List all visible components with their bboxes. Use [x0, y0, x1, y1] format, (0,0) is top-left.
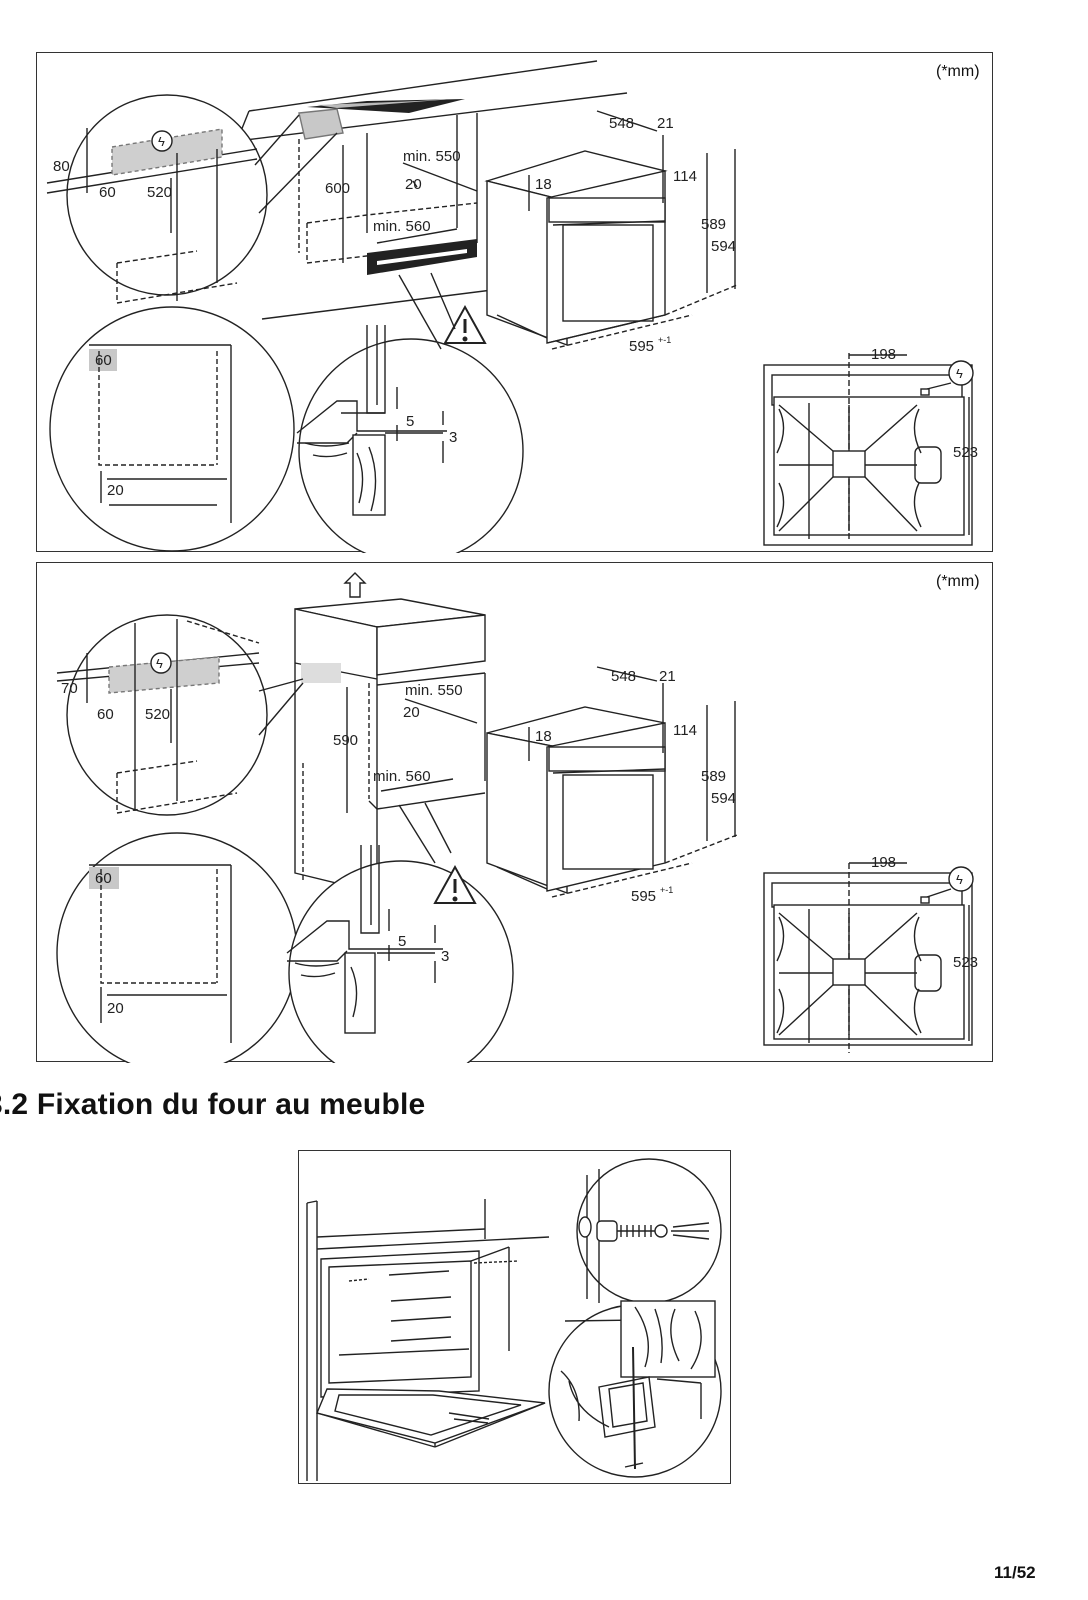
dim-min-550: min. 550 — [403, 148, 461, 165]
dim-594: 594 — [711, 790, 736, 807]
dim-594: 594 — [711, 238, 736, 255]
dim-198: 198 — [871, 346, 896, 363]
oven-fixing-diagram — [306, 1158, 722, 1481]
dim-18: 18 — [535, 728, 552, 745]
dim-114: 114 — [673, 168, 697, 185]
dim-595-tolerance: +-1 — [658, 335, 671, 345]
dim-20-side: 20 — [107, 1000, 124, 1017]
dim-5: 5 — [398, 933, 406, 950]
dim-20: 20 — [403, 704, 420, 721]
svg-text:ϟ: ϟ — [956, 366, 963, 381]
installation-diagram-2: ϟ — [56, 572, 978, 1063]
dim-20-side: 20 — [107, 482, 124, 499]
diagram-panel-built-under-counter: (*mm) — [36, 52, 993, 553]
dim-114: 114 — [673, 722, 697, 739]
installation-diagram-1: ϟ — [46, 60, 978, 553]
dim-523: 523 — [953, 444, 978, 461]
dim-min-560: min. 560 — [373, 218, 431, 235]
diagram-panel-built-in-column: (*mm) ϟ — [36, 562, 993, 1063]
dim-600: 600 — [325, 180, 350, 197]
dim-21: 21 — [657, 115, 674, 132]
dim-60-side: 60 — [95, 870, 112, 887]
section-heading: 3.2 Fixation du four au meuble — [0, 1088, 426, 1121]
oven-fixing-illustration — [298, 1150, 731, 1484]
page-number: 11/52 — [994, 1563, 1036, 1582]
dim-20: 20 — [405, 176, 422, 193]
svg-text:ϟ: ϟ — [156, 656, 163, 671]
dim-21: 21 — [659, 668, 676, 685]
dim-18: 18 — [535, 176, 552, 193]
dim-60: 60 — [97, 706, 114, 723]
svg-text:ϟ: ϟ — [158, 134, 165, 149]
dim-min-560: min. 560 — [373, 768, 431, 785]
dim-198: 198 — [871, 854, 896, 871]
dim-595: 595 — [629, 338, 654, 355]
dim-523: 523 — [953, 954, 978, 971]
dim-70: 70 — [61, 680, 78, 697]
dim-595: 595 — [631, 888, 656, 905]
dim-3: 3 — [449, 429, 457, 446]
dim-min-550: min. 550 — [405, 682, 463, 699]
dim-548: 548 — [611, 668, 636, 685]
dim-590: 590 — [333, 732, 358, 749]
dim-589: 589 — [701, 216, 726, 233]
unit-note: (*mm) — [936, 573, 980, 590]
dim-3: 3 — [441, 948, 449, 965]
dim-595-tolerance: +-1 — [660, 885, 673, 895]
dim-60-side: 60 — [95, 352, 112, 369]
dim-5: 5 — [406, 413, 414, 430]
dim-589: 589 — [701, 768, 726, 785]
dim-60: 60 — [99, 184, 116, 201]
dim-520: 520 — [145, 706, 170, 723]
unit-note: (*mm) — [936, 63, 980, 80]
dim-520: 520 — [147, 184, 172, 201]
dim-80: 80 — [53, 158, 70, 175]
svg-text:ϟ: ϟ — [956, 872, 963, 887]
dim-548: 548 — [609, 115, 634, 132]
